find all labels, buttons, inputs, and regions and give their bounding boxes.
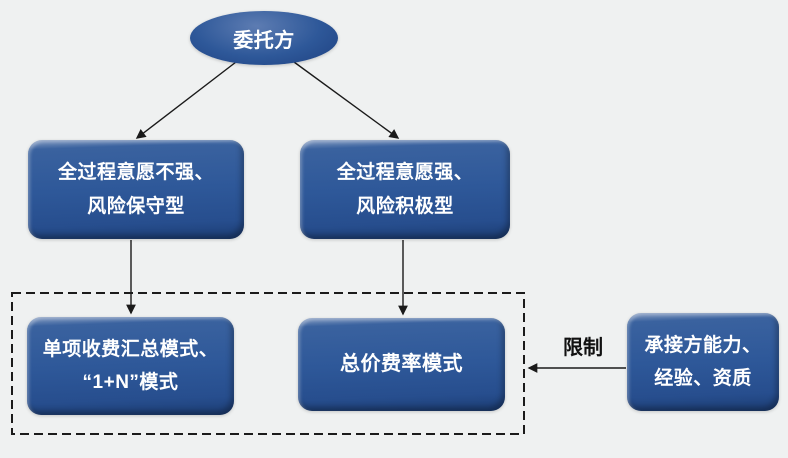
client-node: 委托方 (190, 11, 338, 65)
contractor-capability-line2: 经验、资质 (654, 368, 752, 389)
lumpsum-rate-mode-label: 总价费率模式 (340, 353, 463, 375)
contractor-capability-line1: 承接方能力、 (644, 334, 762, 356)
lumpsum-rate-mode-node: 总价费率模式 (298, 318, 505, 411)
itemized-fee-mode-line1: 单项收费汇总模式、 (42, 338, 219, 360)
conservative-type-line2: 风险保守型 (87, 195, 185, 217)
aggressive-type-line1: 全过程意愿强、 (336, 162, 474, 184)
restriction-arrow-label: 限制 (563, 337, 603, 359)
aggressive-type-line2: 风险积极型 (356, 195, 454, 217)
client-node-label: 委托方 (233, 29, 295, 52)
itemized-fee-mode-node: 单项收费汇总模式、 “1+N”模式 (27, 317, 234, 415)
conservative-type-node: 全过程意愿不强、 风险保守型 (28, 140, 244, 239)
itemized-fee-mode-line2: “1+N”模式 (82, 372, 179, 393)
conservative-type-line1: 全过程意愿不强、 (57, 162, 214, 184)
arrow-client-to-aggressive-icon (293, 61, 400, 139)
arrow-client-to-conservative-icon (135, 61, 237, 139)
contractor-capability-node: 承接方能力、 经验、资质 (627, 313, 779, 411)
aggressive-type-node: 全过程意愿强、 风险积极型 (300, 140, 510, 239)
